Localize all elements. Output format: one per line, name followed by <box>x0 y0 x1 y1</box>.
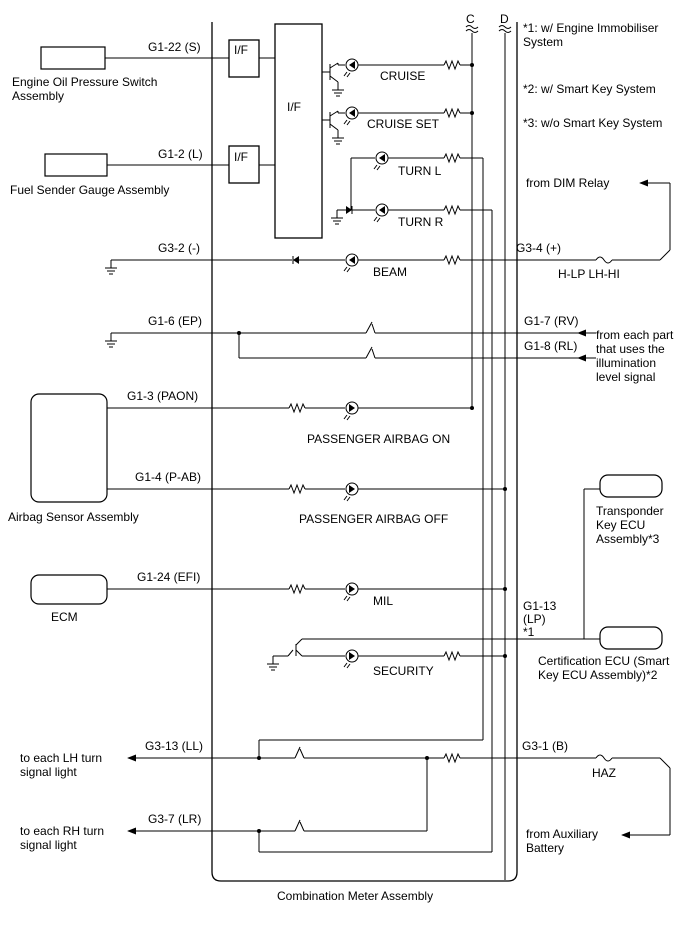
legend-note-2: *2: w/ Smart Key System <box>523 82 656 96</box>
if-block-1 <box>228 39 260 78</box>
engine-oil-pressure-label-2: Assembly <box>12 89 64 103</box>
pin-g1-7: G1-7 (RV) <box>524 314 578 328</box>
resistor-security <box>443 650 461 662</box>
pin-g1-13-lp: (LP) <box>523 612 546 626</box>
pin-g1-24: G1-24 (EFI) <box>137 570 200 584</box>
if-block-2 <box>228 145 260 184</box>
illum-label-2: that uses the <box>596 342 665 356</box>
switch-rv <box>360 321 596 334</box>
resistor-pab <box>288 483 306 495</box>
combination-meter-label: Combination Meter Assembly <box>277 889 433 903</box>
legend-note-1: *1: w/ Engine Immobiliser <box>523 21 658 35</box>
pin-g1-13-note: *1 <box>523 625 535 639</box>
resistor-mil <box>288 583 306 595</box>
ground-security <box>267 656 279 671</box>
label-haz: HAZ <box>592 766 616 780</box>
transponder-label-2: Key ECU <box>596 518 645 532</box>
pin-g1-13: G1-13 <box>523 599 557 613</box>
label-cruise: CRUISE <box>380 69 425 83</box>
label-turn-l: TURN L <box>398 164 442 178</box>
pin-g3-7: G3-7 (LR) <box>148 812 201 826</box>
switch-ll <box>290 746 427 759</box>
label-cruise-set: CRUISE SET <box>367 117 440 131</box>
airbag-sensor-label: Airbag Sensor Assembly <box>8 510 139 524</box>
certification-label-2: Key ECU Assembly)*2 <box>538 668 658 682</box>
resistor-cruise <box>443 59 461 71</box>
lh-turn-label-2: signal light <box>20 765 77 779</box>
transponder-key-ecu <box>599 474 663 498</box>
legend-note-3: *3: w/o Smart Key System <box>523 116 662 130</box>
fuse-hlp <box>595 256 613 264</box>
switch-lr <box>290 819 305 832</box>
certification-ecu <box>599 626 663 650</box>
pin-g3-1: G3-1 (B) <box>522 739 568 753</box>
illum-label-1: from each part <box>596 328 674 342</box>
from-aux-battery-2: Battery <box>526 841 564 855</box>
transistor-cruise-set <box>322 110 344 145</box>
engine-oil-pressure-label-1: Engine Oil Pressure Switch <box>12 75 157 89</box>
pin-g1-6: G1-6 (EP) <box>148 314 202 328</box>
label-turn-r: TURN R <box>398 215 444 229</box>
if-main-block <box>274 23 323 239</box>
label-pab-on: PASSENGER AIRBAG ON <box>307 432 450 446</box>
fuse-haz <box>595 754 613 762</box>
diode-beam <box>293 256 299 264</box>
rh-turn-label-2: signal light <box>20 838 77 852</box>
transponder-label-3: Assembly*3 <box>596 532 660 546</box>
from-aux-battery-1: from Auxiliary <box>526 827 598 841</box>
certification-label-1: Certification ECU (Smart <box>538 654 670 668</box>
bus-d-label: D <box>500 12 509 26</box>
fuel-sender-gauge <box>44 153 108 177</box>
pin-g3-2: G3-2 (-) <box>158 241 200 255</box>
label-beam: BEAM <box>373 265 407 279</box>
label-mil: MIL <box>373 594 393 608</box>
pin-g1-8: G1-8 (RL) <box>524 339 577 353</box>
if-main-label: I/F <box>287 100 301 114</box>
resistor-turn-r <box>443 204 461 216</box>
rh-turn-label-1: to each RH turn <box>20 824 104 838</box>
if-block-1-label: I/F <box>234 43 248 57</box>
led-pab-on-icon <box>343 401 359 421</box>
pin-g1-2: G1-2 (L) <box>158 147 203 161</box>
legend-note-1b: System <box>523 35 563 49</box>
from-dim-relay: from DIM Relay <box>526 176 609 190</box>
bus-d <box>498 25 512 880</box>
bus-c-label: C <box>466 12 475 26</box>
resistor-beam <box>443 254 461 266</box>
transponder-label-1: Transponder <box>596 504 664 518</box>
transistor-cruise <box>322 62 344 97</box>
resistor-turn-l <box>443 152 461 164</box>
pin-g1-4: G1-4 (P-AB) <box>135 470 201 484</box>
pin-g3-4: G3-4 (+) <box>516 241 561 255</box>
pin-g3-13: G3-13 (LL) <box>145 739 203 753</box>
pin-g1-3: G1-3 (PAON) <box>127 389 198 403</box>
resistor-paon <box>288 402 306 414</box>
diode-turn <box>346 206 352 214</box>
led-cruise-icon <box>343 58 359 78</box>
illum-label-4: level signal <box>596 370 655 384</box>
if-block-2-label: I/F <box>234 150 248 164</box>
led-turn-l-icon <box>373 151 389 171</box>
transistor-security <box>287 638 303 657</box>
resistor-haz <box>443 752 461 764</box>
lh-turn-label-1: to each LH turn <box>20 751 102 765</box>
ecm-label: ECM <box>51 610 78 624</box>
airbag-sensor-assembly <box>30 393 108 503</box>
illum-label-3: illumination <box>596 356 656 370</box>
ground-ep <box>105 333 117 348</box>
pin-g1-22: G1-22 (S) <box>148 40 201 54</box>
switch-rl <box>360 346 596 359</box>
resistor-cruise-set <box>443 107 461 119</box>
label-pab-off: PASSENGER AIRBAG OFF <box>299 512 448 526</box>
ecm <box>30 574 108 605</box>
fuel-sender-label: Fuel Sender Gauge Assembly <box>10 183 169 197</box>
label-hlp: H-LP LH-HI <box>558 267 620 281</box>
label-security: SECURITY <box>373 664 434 678</box>
engine-oil-pressure-switch <box>40 46 106 70</box>
ground-turn <box>331 209 346 225</box>
bus-c <box>465 25 479 408</box>
led-beam-icon <box>343 253 359 273</box>
ground-beam <box>105 260 117 275</box>
